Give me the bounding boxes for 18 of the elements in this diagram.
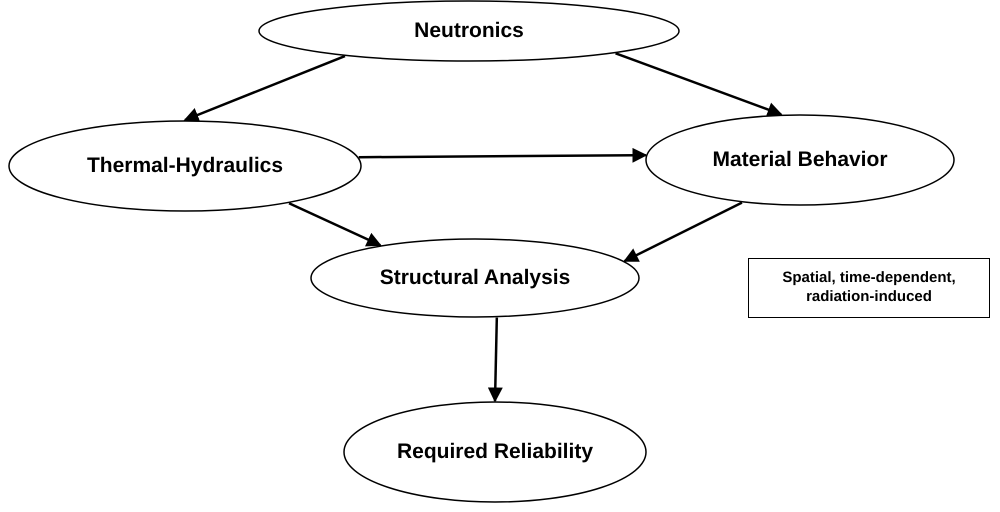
node-label: Structural Analysis — [380, 264, 570, 291]
node-label: Thermal-Hydraulics — [86, 152, 284, 179]
process-ellipse — [343, 401, 647, 503]
process-ellipse — [8, 120, 362, 212]
node-label: Required Reliability — [396, 438, 594, 465]
arrow — [288, 202, 382, 246]
process-ellipse — [310, 238, 640, 318]
arrow — [623, 202, 742, 262]
arrow — [184, 54, 346, 122]
arrow — [488, 318, 503, 402]
node-label: Neutronics — [414, 18, 524, 44]
process-ellipse — [258, 0, 680, 62]
node-label: Material Behavior — [712, 146, 888, 173]
process-ellipse — [645, 114, 955, 206]
note-box — [748, 258, 990, 318]
node-label: Spatial, time-dependent, radiation-induced — [781, 269, 957, 307]
arrow — [358, 148, 648, 163]
arrow — [615, 52, 783, 117]
